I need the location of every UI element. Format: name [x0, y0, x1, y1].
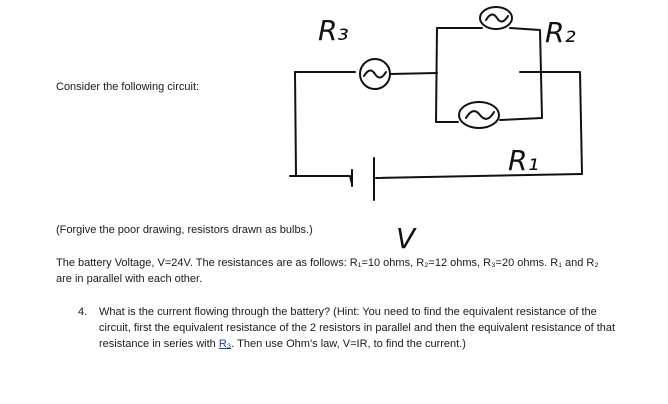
wire-bottom-right [375, 173, 583, 179]
question-text: What is the current flowing through the … [99, 304, 618, 352]
r1-label: R₁ [508, 144, 539, 177]
intro-text: Consider the following circuit: [56, 81, 200, 93]
values-paragraph: The battery Voltage, V=24V. The resistan… [56, 257, 599, 285]
r3-label: R₃ [318, 14, 349, 47]
wire-left [294, 71, 297, 176]
parallel-left [435, 27, 438, 123]
parallel-bottom-right [499, 117, 543, 121]
r3-reference: R₃ [218, 338, 232, 350]
parallel-top-right [509, 27, 543, 119]
question-number: 4. [78, 306, 88, 318]
wire-bottom-left [289, 175, 353, 185]
voltage-label: V [396, 222, 417, 255]
r1-bulb [458, 101, 500, 129]
wire-r3-to-parallel [389, 72, 438, 75]
drawing-note: (Forgive the poor drawing, resistors dra… [56, 224, 313, 236]
question-text-after: . Then use Ohm’s law, V=IR, to find the … [231, 338, 466, 350]
r2-bulb [479, 6, 513, 30]
r3-bulb [359, 58, 391, 90]
question-text-before: What is the current flowing through the … [99, 306, 616, 350]
r2-label: R₂ [545, 16, 576, 49]
wire-right [519, 71, 583, 175]
question-item: 4. What is the current flowing through t… [78, 304, 618, 352]
